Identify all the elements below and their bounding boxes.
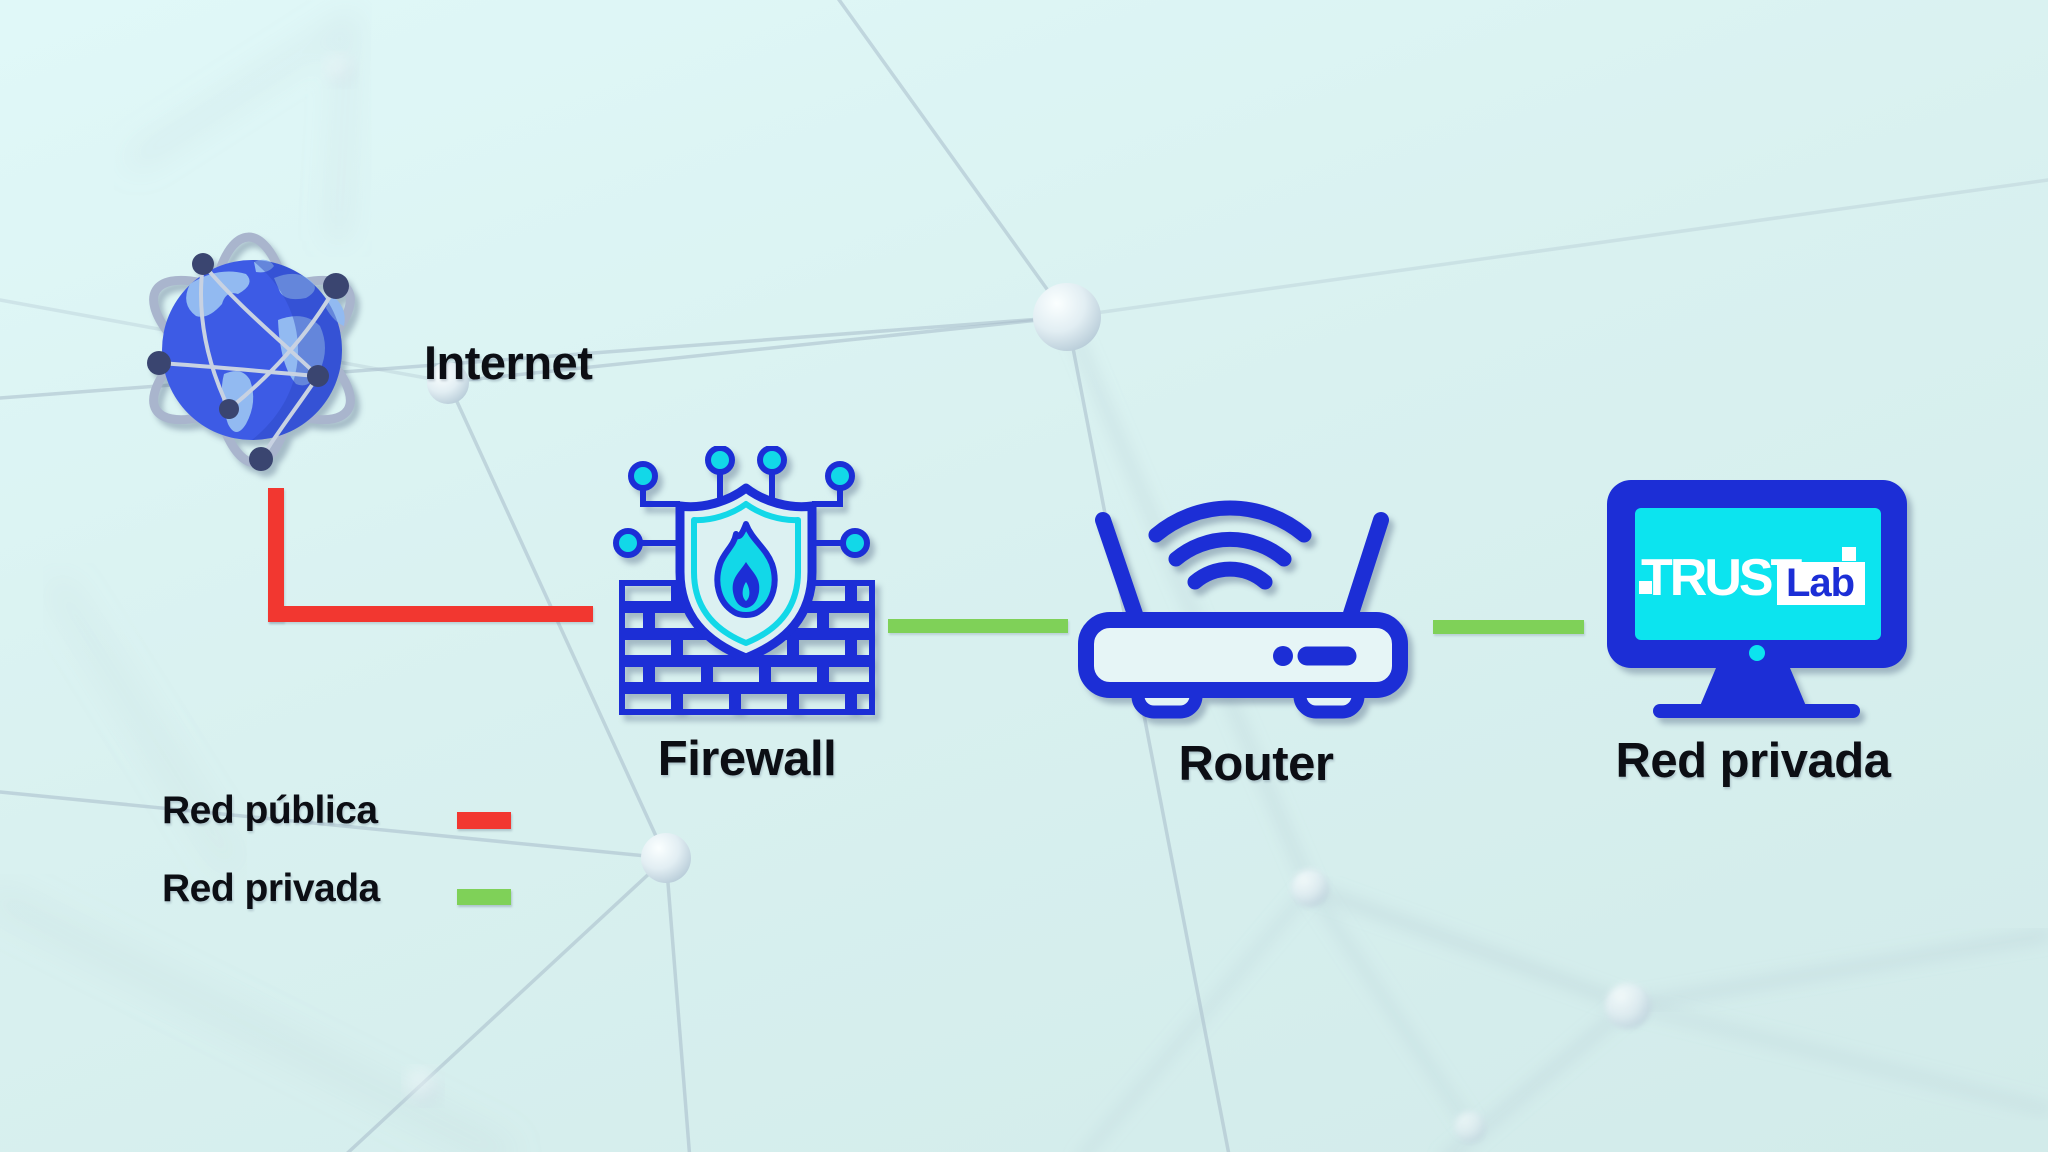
trustlab-logo: TRUST Lab — [1639, 547, 1865, 607]
router-label: Router — [1178, 737, 1334, 791]
legend-public-swatch — [457, 812, 511, 829]
connector-public-vertical — [268, 488, 284, 622]
legend-public-label: Red pública — [162, 789, 378, 832]
connector-private-firewall-router — [888, 619, 1068, 633]
legend-private-swatch — [457, 889, 511, 905]
firewall-label: Firewall — [657, 732, 837, 786]
connector-public-horizontal — [268, 606, 593, 622]
connector-private-router-pc — [1433, 620, 1584, 634]
desktop-monitor-icon: TRUST Lab — [1607, 480, 1907, 718]
internet-label: Internet — [424, 336, 593, 389]
legend-private-label: Red privada — [162, 867, 380, 910]
private-network-label: Red privada — [1615, 734, 1891, 788]
logo-lab-text: Lab — [1786, 561, 1854, 605]
wifi-router-icon — [1078, 500, 1408, 719]
globe-network-icon — [147, 232, 355, 471]
shield-flame-brickwall-icon — [613, 446, 875, 715]
